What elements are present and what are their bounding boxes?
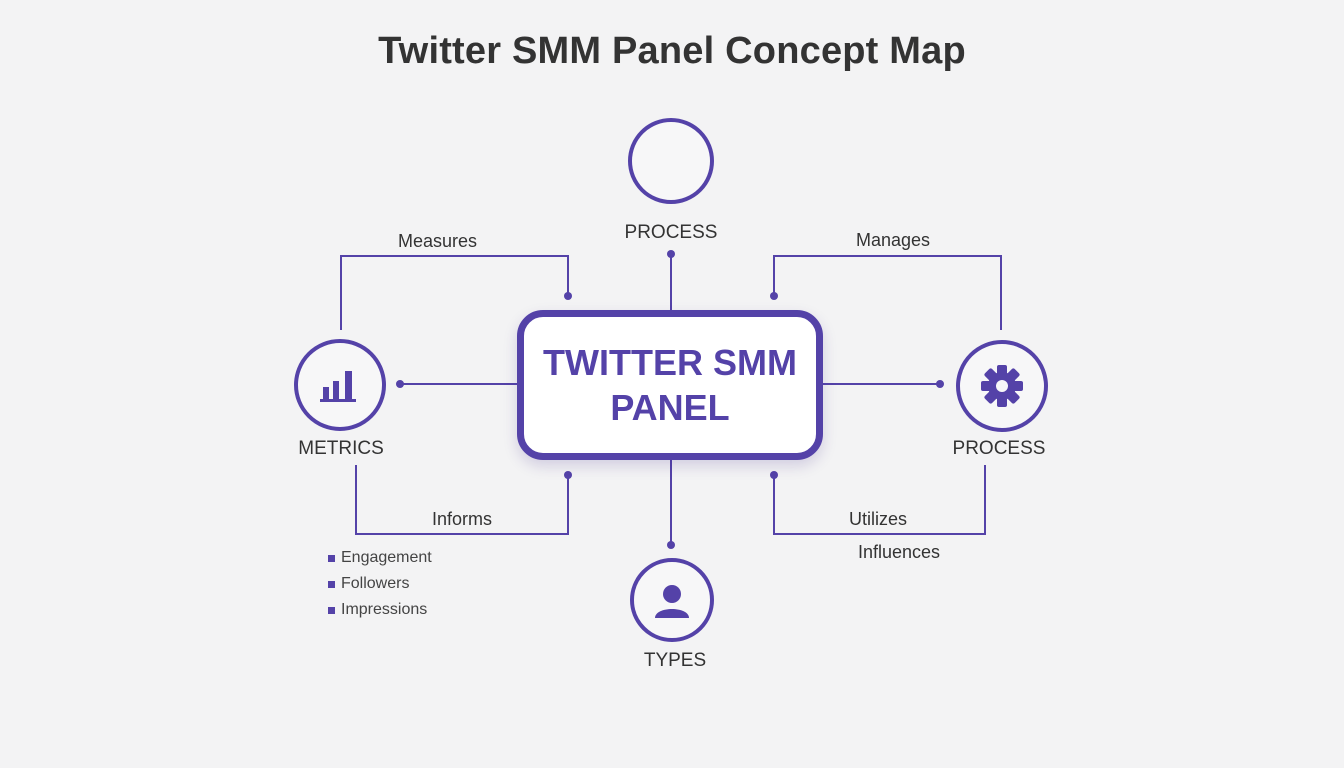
- list-item: Engagement: [328, 545, 432, 571]
- connector-dot: [564, 471, 572, 479]
- edge-label-informs: Informs: [432, 509, 493, 529]
- page-title: Twitter SMM Panel Concept Map: [378, 30, 966, 72]
- edge-label-influences: Influences: [858, 542, 941, 562]
- bullet-square-icon: [328, 606, 335, 614]
- types-node-label: TYPES: [643, 650, 707, 671]
- connector-dot: [396, 380, 404, 388]
- center-node: TWITTER SMM PANEL: [517, 310, 823, 460]
- connector-dot: [667, 250, 675, 258]
- connector-manages: [773, 255, 1002, 330]
- process-node-label: PROCESS: [952, 438, 1046, 459]
- metrics-list: Engagement Followers Impressions: [328, 545, 432, 623]
- bullet-square-icon: [328, 580, 335, 588]
- edge-label-measures: Measures: [398, 231, 478, 251]
- edge-label-utilizes: Utilizes: [849, 509, 908, 529]
- connector-dot: [770, 292, 778, 300]
- connector-dot: [564, 292, 572, 300]
- gear-icon: [981, 365, 1023, 407]
- types-node-circle: [630, 558, 714, 642]
- bar-chart-icon: [320, 371, 356, 402]
- list-item: Followers: [328, 571, 432, 597]
- connector-utilizes: [773, 465, 986, 535]
- top-node-circle: [628, 118, 714, 204]
- process-node-circle: [956, 340, 1048, 432]
- bullet-square-icon: [328, 554, 335, 562]
- metrics-node-circle: [294, 339, 386, 431]
- top-node-label: PROCESS: [624, 222, 718, 243]
- user-icon: [655, 585, 689, 618]
- connector-dot: [936, 380, 944, 388]
- edge-label-manages: Manages: [856, 230, 931, 250]
- metrics-node-label: METRICS: [298, 438, 384, 459]
- center-node-label: TWITTER SMM PANEL: [543, 342, 797, 428]
- connector-dot: [770, 471, 778, 479]
- list-item-label: Engagement: [341, 549, 432, 566]
- connector-informs: [355, 465, 569, 535]
- list-item: Impressions: [328, 597, 432, 623]
- connector-measures: [340, 255, 569, 330]
- list-item-label: Impressions: [341, 601, 428, 618]
- connector-dot: [667, 541, 675, 549]
- list-item-label: Followers: [341, 575, 410, 592]
